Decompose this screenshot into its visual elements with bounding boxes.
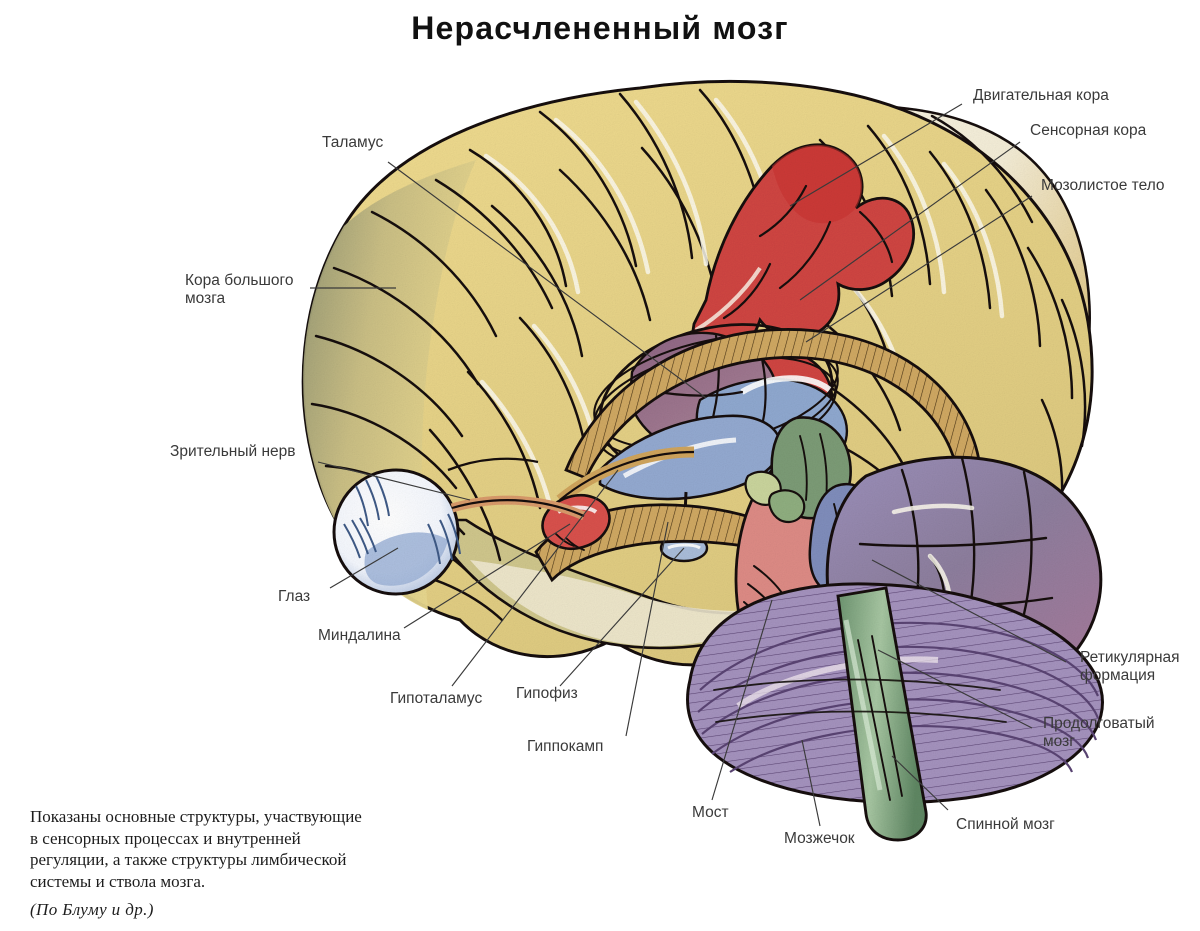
leader-medulla [877, 649, 1033, 729]
leader-cerebellum [801, 739, 821, 827]
label-amygdala: Миндалина [318, 627, 401, 644]
leader-eye [329, 547, 399, 589]
leader-optic-nerve [317, 461, 471, 501]
label-corpus-callosum: Мозолистое тело [1041, 177, 1165, 194]
leader-pons [711, 599, 773, 801]
label-sensory-cortex: Сенсорная кора [1030, 122, 1147, 139]
eye-muscle-lines [343, 475, 461, 565]
leader-pituitary [559, 547, 685, 687]
leader-reticular-formation [871, 559, 1067, 663]
spinal-cord-fibers [857, 635, 903, 801]
temporal-lobe-pale [470, 560, 792, 647]
eye-blue-shading [364, 532, 448, 586]
leader-lines [310, 103, 1067, 827]
leader-spinal-cord [891, 755, 949, 811]
label-optic-nerve: Зрительный нерв [170, 443, 296, 460]
page-title: Нерасчлененный мозг [411, 10, 789, 46]
label-hippocampus: Гиппокамп [527, 738, 604, 755]
cerebellum-folia-lines [697, 621, 1100, 773]
motor-cortex-sulci [722, 184, 894, 320]
leader-motor-cortex [789, 103, 963, 207]
leader-sensory-cortex [799, 141, 1021, 301]
label-medulla: Продолговатый мозг [1043, 715, 1155, 750]
leader-corpus-callosum [805, 195, 1033, 343]
label-cerebral-cortex: Кора большого мозга [185, 272, 294, 307]
figure-source-credit: (По Блуму и др.) [30, 900, 154, 919]
label-spinal-cord: Спинной мозг [956, 816, 1055, 833]
label-eye: Глаз [278, 588, 311, 605]
label-reticular-formation: Ретикулярная формация [1080, 649, 1180, 684]
leader-hippocampus [625, 521, 669, 737]
label-pituitary: Гипофиз [516, 685, 578, 702]
leader-thalamus [387, 161, 707, 399]
label-hypothalamus: Гипоталамус [390, 690, 483, 707]
label-motor-cortex: Двигательная кора [973, 87, 1109, 104]
leader-amygdala [403, 523, 571, 629]
leader-hypothalamus [451, 469, 619, 687]
label-cerebellum: Мозжечок [784, 830, 855, 847]
label-pons: Мост [692, 804, 729, 821]
label-thalamus: Таламус [322, 134, 384, 151]
figure-caption: Показаны основные структуры, участвующие… [30, 807, 362, 891]
thalamus-highlight [740, 375, 832, 395]
